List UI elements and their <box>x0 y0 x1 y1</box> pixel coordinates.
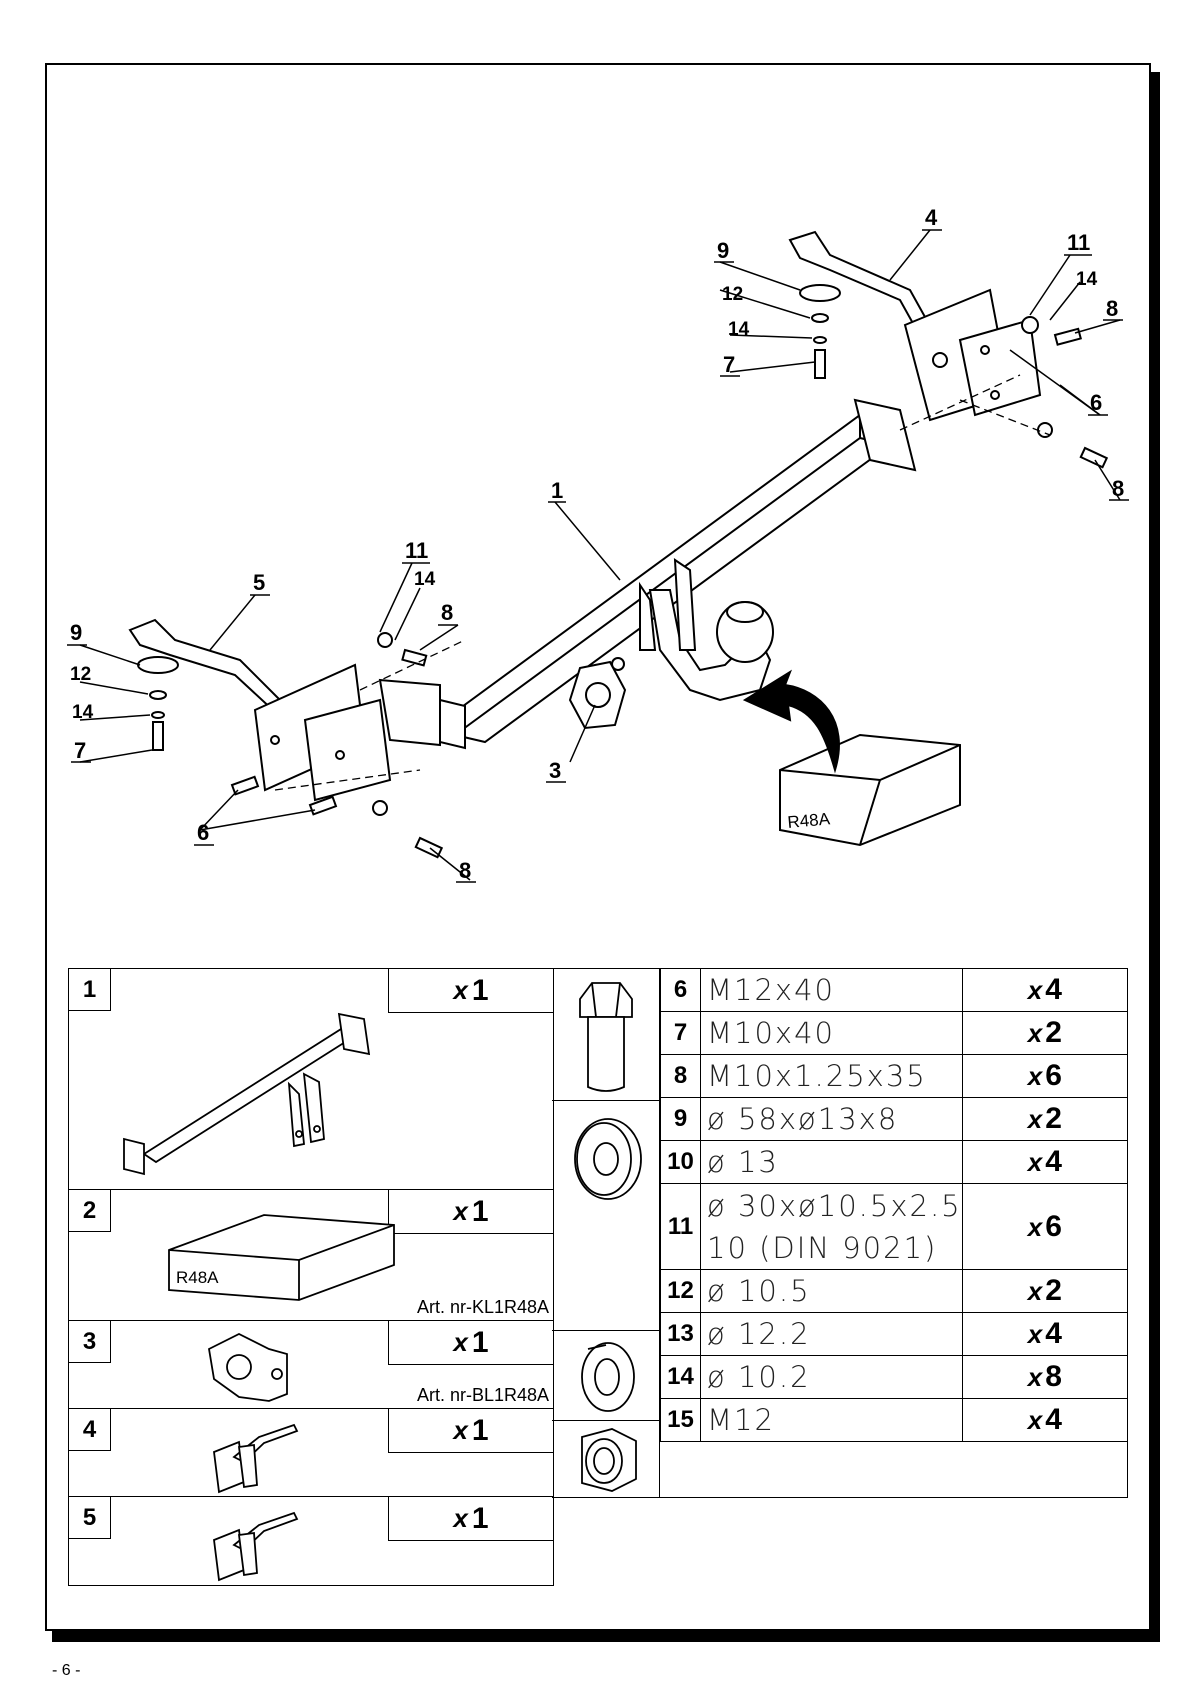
part-number: 4 <box>69 1409 111 1451</box>
callout-14-left: 14 <box>72 702 94 723</box>
washer-picture <box>552 1101 660 1331</box>
callout-8-right-2: 8 <box>1112 476 1124 501</box>
part-number: 1 <box>69 969 111 1011</box>
callout-9-left: 9 <box>70 620 82 645</box>
fastener-stack-right <box>799 284 1109 469</box>
part-number: 3 <box>69 1321 111 1363</box>
callout-1: 1 <box>551 478 563 503</box>
article-number: Art. nr-KL1R48A <box>416 1297 549 1317</box>
socket-bracket-part-3 <box>568 657 627 730</box>
page-number: - 6 - <box>52 1662 81 1679</box>
callout-6-left: 6 <box>197 820 209 845</box>
bolt-icon <box>579 982 633 1092</box>
callout-11-left: 11 <box>405 538 428 563</box>
part-number: 5 <box>69 1497 111 1539</box>
delivery-box-r48a <box>779 733 961 847</box>
article-number: Art. nr-BL1R48A <box>416 1385 549 1405</box>
callout-12-right: 12 <box>722 284 743 305</box>
callout-4: 4 <box>925 205 938 230</box>
callout-7-right: 7 <box>723 352 735 377</box>
bracket-4-thumbnail <box>213 1423 299 1494</box>
mount-arrow-icon <box>742 669 840 774</box>
crossbar-part-1 <box>378 398 917 750</box>
callout-6-right: 6 <box>1090 390 1102 415</box>
box-thumbnail-label: R48A <box>176 1268 219 1287</box>
hardware-pictures <box>552 968 660 1498</box>
callout-8-right: 8 <box>1106 296 1118 321</box>
box-thumbnail: R48A <box>168 1214 395 1301</box>
bolt-picture <box>552 969 660 1101</box>
part-number: 2 <box>69 1190 111 1232</box>
bracket-5-thumbnail <box>213 1511 299 1582</box>
tow-ball-neck <box>639 558 774 702</box>
callout-8-left-2: 8 <box>459 858 471 883</box>
callout-12-left: 12 <box>70 664 91 685</box>
callout-14-left-2: 14 <box>414 569 436 590</box>
callout-3: 3 <box>549 758 561 783</box>
callout-8-left: 8 <box>441 600 453 625</box>
callout-11-right: 11 <box>1067 230 1090 255</box>
spring-washer-icon <box>581 1342 635 1412</box>
socket-bracket-thumbnail <box>208 1332 288 1402</box>
callout-5: 5 <box>253 570 265 595</box>
callout-14-right-2: 14 <box>1076 269 1098 290</box>
box-label: R48A <box>787 809 832 832</box>
washer-icon <box>574 1118 642 1200</box>
nut-picture <box>552 1421 660 1499</box>
table-empty-cell <box>660 1420 1128 1498</box>
assembly-diagram: 1 3 4 5 9 12 14 7 11 14 8 6 8 9 12 14 7 … <box>67 205 1129 883</box>
bracket-part-5 <box>128 618 392 802</box>
bracket-part-4 <box>788 230 1042 422</box>
spring-washer-picture <box>552 1331 660 1421</box>
nut-icon <box>581 1428 637 1492</box>
callout-9-right: 9 <box>717 238 729 263</box>
callout-14-right: 14 <box>728 319 750 340</box>
crossbar-thumbnail <box>123 1012 371 1176</box>
callout-7-left: 7 <box>74 738 86 763</box>
